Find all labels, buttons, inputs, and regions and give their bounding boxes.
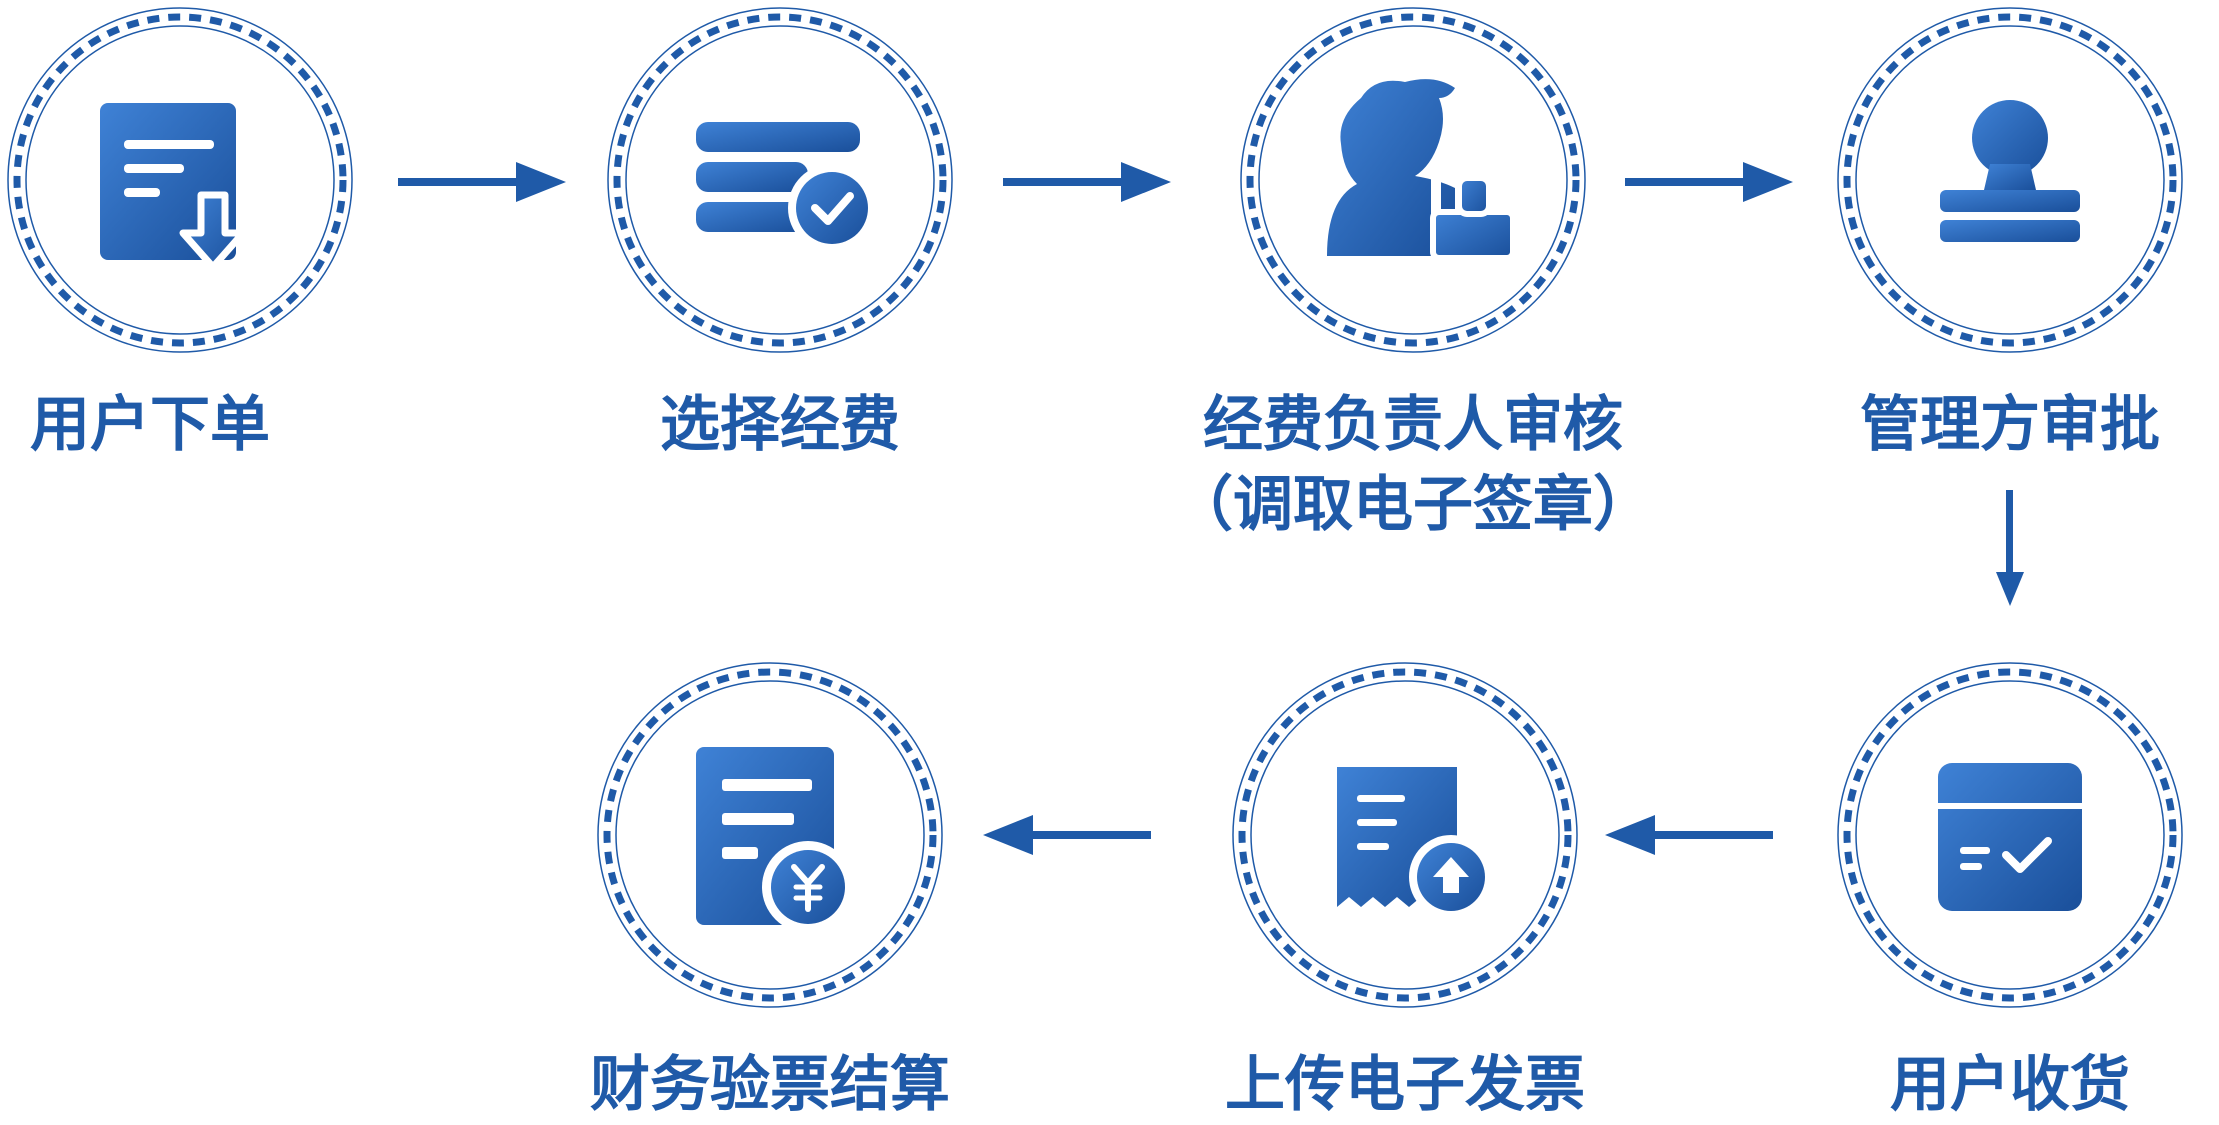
box-check-icon bbox=[1938, 763, 2082, 911]
person-stamp-icon bbox=[1327, 79, 1516, 261]
arrow-down bbox=[1996, 490, 2024, 606]
receipt-upload-icon bbox=[1337, 767, 1493, 919]
step-receive-label: 用户收货 bbox=[1890, 1050, 2130, 1120]
arrow-left-2 bbox=[983, 815, 1151, 855]
step-upload-invoice-label: 上传电子发票 bbox=[1225, 1050, 1585, 1120]
step-review-sublabel: （调取电子签章） bbox=[1173, 470, 1653, 540]
step-order-label: 用户下单 bbox=[30, 390, 270, 460]
step-review-node bbox=[1233, 0, 1593, 360]
step-order-node bbox=[0, 0, 360, 360]
invoice-yuan-icon bbox=[696, 747, 854, 933]
stamp-icon bbox=[1940, 100, 2080, 242]
stack-check-icon bbox=[696, 122, 876, 252]
step-receive-node bbox=[1830, 655, 2190, 1015]
step-approval-node bbox=[1830, 0, 2190, 360]
arrow-right-2 bbox=[1003, 162, 1171, 202]
arrow-right-3 bbox=[1625, 162, 1793, 202]
step-upload-invoice-node bbox=[1225, 655, 1585, 1015]
step-settlement-node bbox=[590, 655, 950, 1015]
step-select-funds-label: 选择经费 bbox=[660, 390, 900, 460]
arrow-right-1 bbox=[398, 162, 566, 202]
step-settlement-label: 财务验票结算 bbox=[590, 1050, 950, 1120]
step-approval-label: 管理方审批 bbox=[1860, 390, 2160, 460]
step-review-label: 经费负责人审核 bbox=[1203, 390, 1623, 460]
document-download-icon bbox=[100, 103, 247, 271]
step-select-funds-node bbox=[600, 0, 960, 360]
arrow-left-1 bbox=[1605, 815, 1773, 855]
